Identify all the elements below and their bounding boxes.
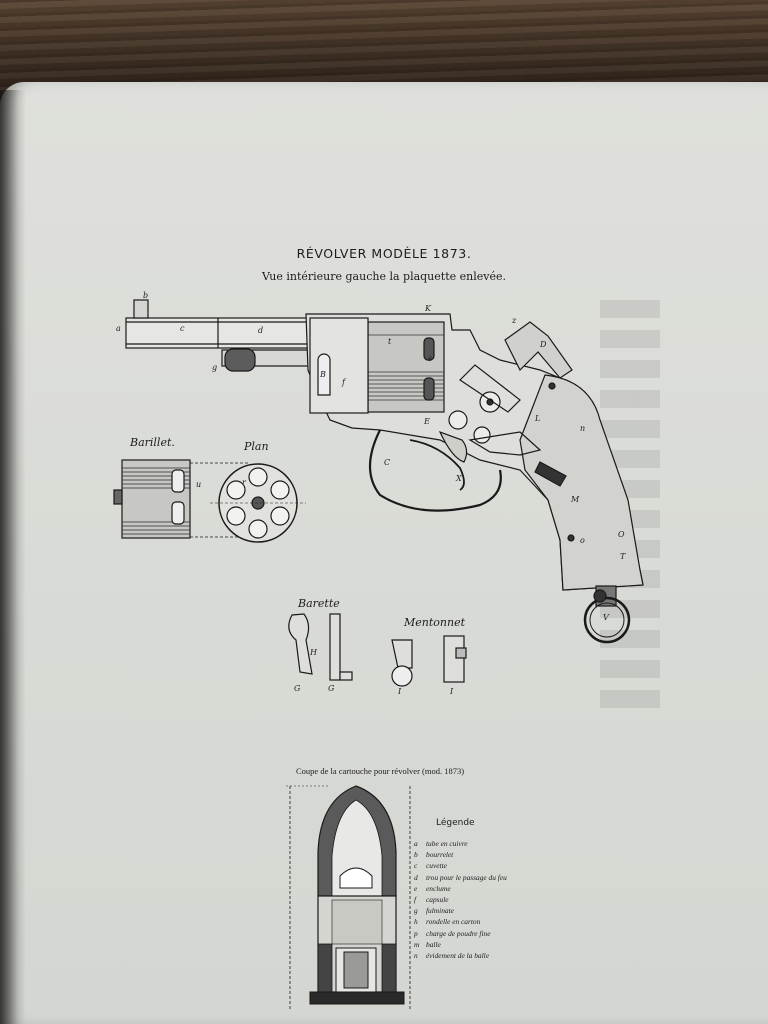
legend-text: rondelle en carton	[426, 917, 481, 927]
part-letter-o: o	[580, 536, 585, 545]
part-letter-K: K	[425, 304, 431, 313]
part-letter-c: c	[180, 324, 185, 333]
legend-key: h	[414, 917, 418, 927]
legend-key: d	[414, 872, 418, 882]
part-letter-G-2: G	[328, 684, 335, 693]
part-letter-G-1: G	[294, 684, 301, 693]
legend-text: charge de poudre fine	[426, 928, 491, 938]
mentonnet-label: Mentonnet	[404, 616, 465, 629]
part-letter-I-2: I	[450, 687, 454, 696]
legend-key: n	[414, 951, 418, 961]
cartridge-section	[286, 785, 411, 1010]
legend-text: fulminate	[426, 906, 454, 916]
revolver-barrel	[125, 299, 313, 372]
legend-text: trou pour le passage du feu	[426, 872, 507, 882]
cartridge-caption: Coupe de la cartouche pour révolver (mod…	[296, 766, 465, 776]
part-letter-E: E	[424, 417, 430, 426]
barette-label: Barette	[298, 597, 340, 610]
part-letter-X: X	[456, 474, 462, 483]
part-letter-I-1: I	[398, 687, 402, 696]
barillet-figure	[113, 459, 250, 539]
legend-text: cuvette	[426, 861, 447, 871]
legend-text: enclume	[426, 883, 451, 893]
part-letter-r: r	[242, 478, 246, 487]
legend-item: c cuvette	[414, 860, 507, 871]
legend-key: b	[414, 850, 418, 860]
book-spine-shadow	[0, 90, 26, 1024]
legend-item: p charge de poudre fine	[414, 928, 507, 939]
legend-key: m	[414, 939, 420, 949]
part-letter-d: d	[258, 326, 264, 335]
legend-text: évidement de la balle	[426, 951, 490, 961]
mentonnet-figure	[391, 635, 467, 687]
legend-item: g fulminate	[414, 905, 507, 916]
part-letter-z: z	[512, 316, 517, 325]
part-letter-B: B	[320, 370, 326, 379]
part-letter-t: t	[388, 337, 392, 346]
part-letter-D: D	[540, 340, 547, 349]
legend-title: Légende	[436, 818, 475, 828]
part-letter-g: g	[212, 363, 218, 372]
legend-item: n évidement de la balle	[414, 950, 507, 961]
legend-text: tube en cuivre	[426, 839, 468, 848]
plan-figure	[210, 463, 306, 543]
legend-item: b bourrelet	[414, 849, 507, 860]
legend-item: a tube en cuivre	[414, 838, 507, 849]
part-letter-M: M	[571, 495, 580, 504]
legend-text: bourrelet	[426, 850, 454, 860]
part-letter-b: b	[143, 291, 149, 300]
page-subtitle: Vue intérieure gauche la plaquette enlev…	[262, 270, 506, 283]
legend-item: h rondelle en carton	[414, 916, 507, 927]
legend-key: a	[414, 839, 418, 848]
part-letter-O: O	[618, 530, 625, 539]
legend-text: balle	[426, 939, 441, 949]
part-letter-a: a	[116, 324, 121, 333]
barette-figure	[288, 613, 353, 681]
barillet-label: Barillet.	[130, 436, 175, 449]
legend-item: e enclume	[414, 883, 507, 894]
part-letter-u: u	[196, 480, 202, 489]
legend-key: c	[414, 861, 418, 871]
part-letter-V: V	[603, 613, 609, 622]
legend-key: p	[414, 928, 418, 938]
legend-text: capsule	[426, 895, 449, 905]
part-letter-n: n	[580, 424, 586, 433]
part-letter-s: s	[428, 354, 433, 363]
part-letter-L: L	[535, 414, 541, 423]
revolver-frame	[305, 313, 644, 644]
page-title: RÉVOLVER MODÈLE 1873.	[296, 246, 472, 261]
plan-label: Plan	[244, 440, 269, 453]
part-letter-H: H	[310, 648, 317, 657]
legend-key: e	[414, 883, 418, 893]
legend-key: f	[414, 895, 417, 905]
legend-key: g	[414, 906, 418, 916]
part-letter-f: f	[342, 378, 345, 387]
legend-item: d trou pour le passage du feu	[414, 872, 507, 883]
part-letter-T: T	[620, 552, 626, 561]
legend-item: f capsule	[414, 894, 507, 905]
part-letter-C: C	[384, 458, 391, 467]
